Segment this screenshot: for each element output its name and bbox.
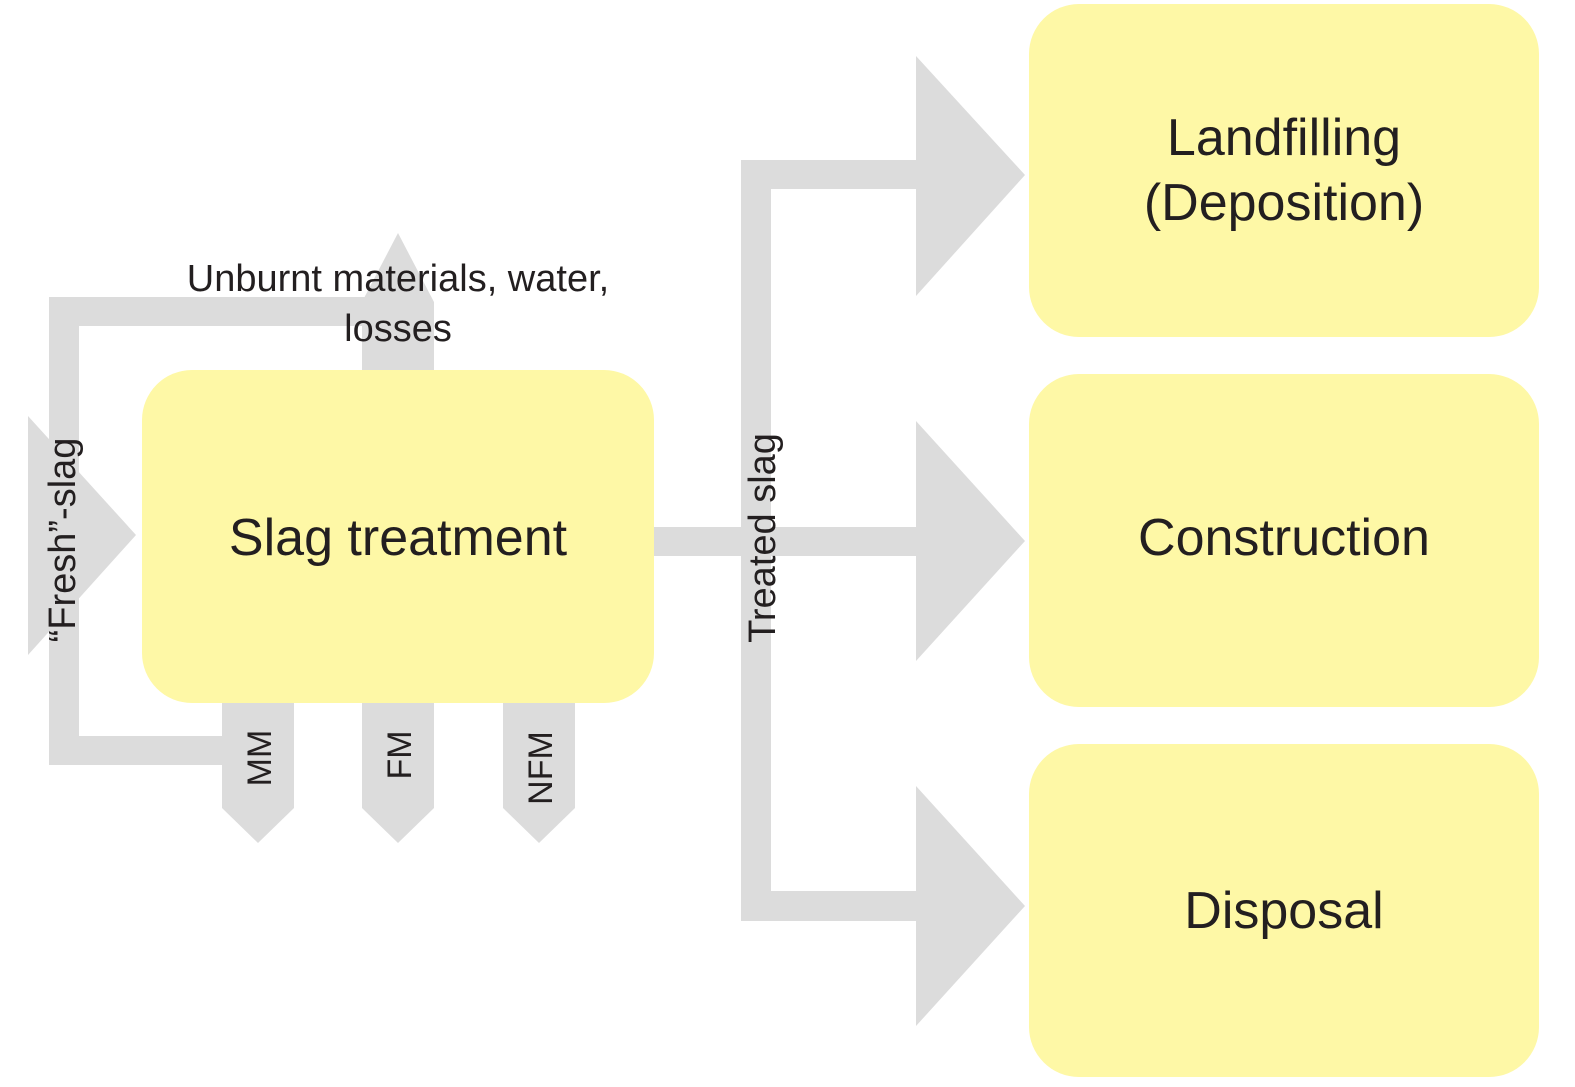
fresh-slag-label: “Fresh”-slag [42,438,84,643]
fresh-slag-input-arrow [28,416,136,655]
fm-output-arrow [362,700,434,843]
losses-label-line1: Unburnt materials, water, [187,258,609,300]
landfilling-sublabel: (Deposition) [1144,174,1424,232]
slag-treatment-box [142,370,654,703]
disposal-label: Disposal [1184,882,1383,940]
nfm-output-arrow [503,700,575,843]
mm-output-arrow [222,700,294,843]
construction-arrowhead [916,421,1025,661]
landfilling-label: Landfilling [1167,109,1401,167]
disposal-arrowhead [916,786,1025,1026]
losses-output-arrow [362,233,434,372]
construction-box [1029,374,1539,707]
construction-label: Construction [1138,509,1430,567]
treated-slag-branch [741,160,920,921]
losses-label-line2: losses [344,308,452,350]
treated-slag-horizontal-trunk [650,527,920,556]
nfm-label: NFM [522,731,560,805]
landfilling-arrowhead [916,56,1025,296]
mm-label: MM [241,730,279,787]
slag-treatment-label: Slag treatment [229,509,568,567]
landfilling-box [1029,4,1539,337]
treated-slag-label: Treated slag [742,433,784,643]
disposal-box [1029,744,1539,1077]
fm-label: FM [381,730,419,779]
